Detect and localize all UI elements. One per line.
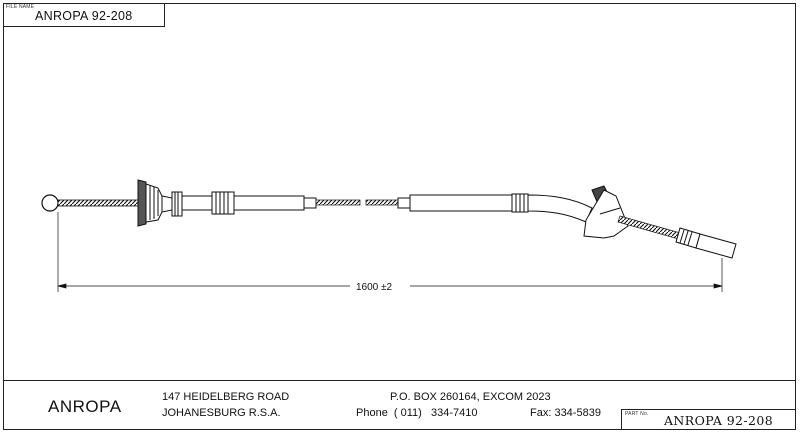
address-line-2: JOHANESBURG R.S.A. [162, 407, 281, 419]
inner-wire-middle [315, 199, 399, 206]
outer-conduit-right [397, 193, 593, 223]
part-number-box: PART No. ANROPA 92-208 [621, 409, 796, 430]
company-name: ANROPA [48, 397, 122, 416]
end-terminal [675, 227, 737, 259]
drawing-frame [3, 3, 796, 430]
part-number: ANROPA 92-208 [664, 413, 774, 428]
phone: Phone ( 011) 334-7410 [356, 407, 478, 419]
mounting-flange [137, 179, 173, 227]
address-line-1: 147 HEIDELBERG ROAD [162, 391, 290, 403]
rubber-grommet [583, 185, 629, 239]
file-name-box: FILE NAME ANROPA 92-208 [3, 3, 165, 27]
ball-end [41, 194, 59, 212]
po-box: P.O. BOX 260164, EXCOM 2023 [390, 391, 551, 403]
file-name: ANROPA 92-208 [35, 9, 133, 23]
footer-divider [3, 380, 796, 381]
inner-wire-left [57, 199, 139, 207]
file-name-label: FILE NAME [6, 4, 35, 10]
inner-wire-right [617, 215, 685, 241]
dimension-line [57, 212, 723, 292]
end-fitting-left [171, 191, 317, 217]
part-no-label: PART No. [625, 411, 649, 417]
dimension-text: 1600 ±2 [356, 282, 393, 293]
fax: Fax: 334-5839 [530, 407, 601, 419]
